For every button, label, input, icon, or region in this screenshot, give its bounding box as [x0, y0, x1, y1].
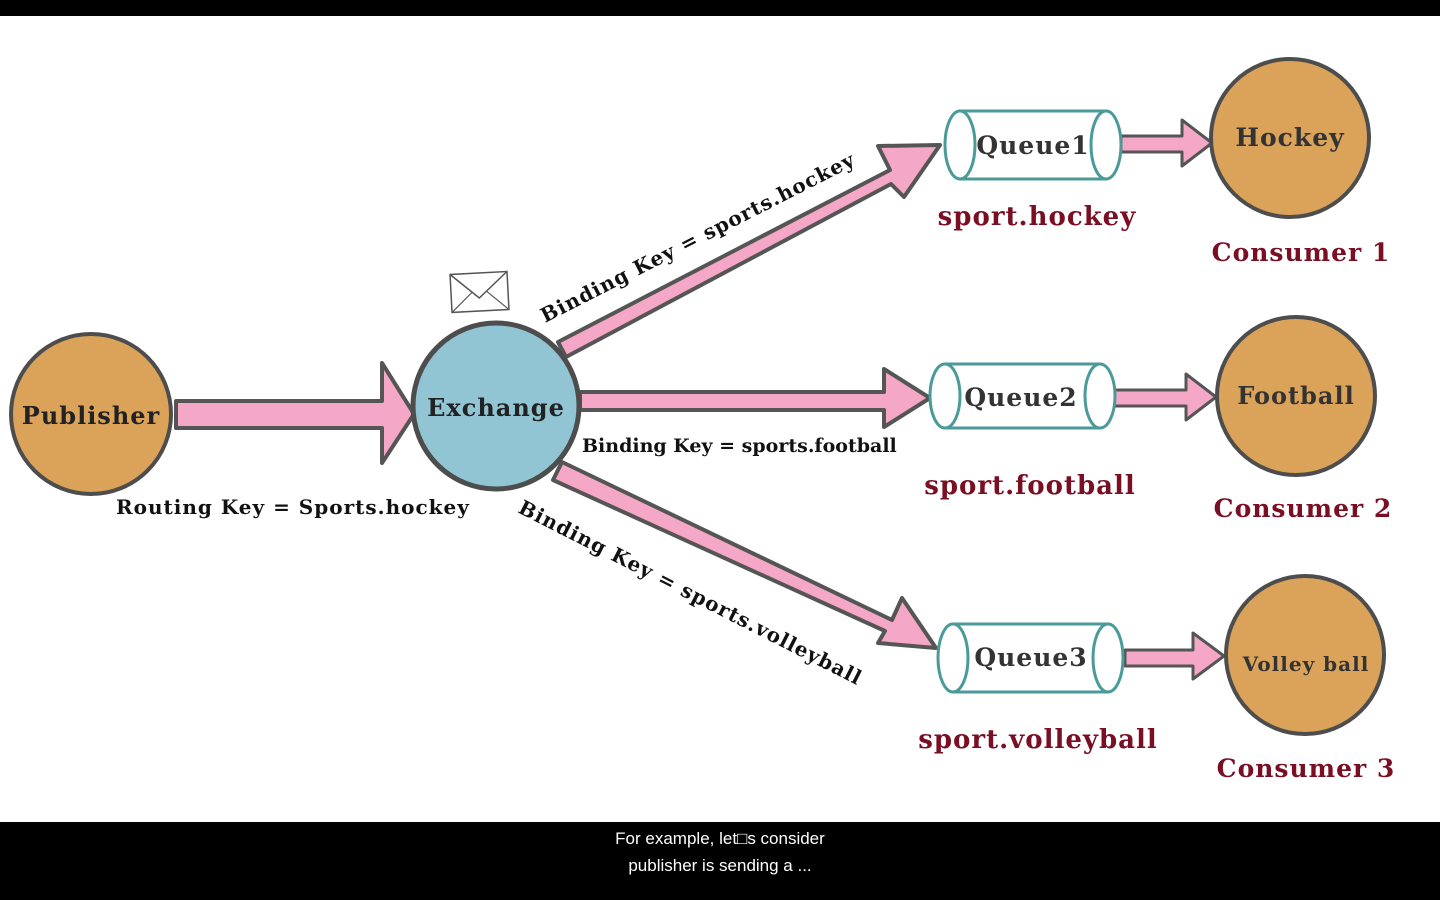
exchange-to-queue3-arrow	[551, 460, 938, 650]
consumer1-name: Consumer 1	[1212, 238, 1391, 267]
consumer1-node	[1209, 57, 1371, 219]
exchange-node	[410, 320, 582, 492]
queue3-label: Queue3	[974, 643, 1087, 672]
subtitle-line-2: publisher is sending a ...	[628, 856, 812, 875]
consumer2-node	[1215, 315, 1377, 477]
queue1-to-consumer1-arrow	[1119, 118, 1214, 168]
queue1-key-label: sport.hockey	[938, 202, 1137, 232]
queue2-label: Queue2	[964, 383, 1077, 412]
queue2-to-consumer2-arrow	[1112, 372, 1218, 422]
exchange-label: Exchange	[427, 393, 565, 422]
consumer3-name: Consumer 3	[1217, 754, 1396, 783]
publisher-label: Publisher	[22, 401, 160, 430]
consumer2-name: Consumer 2	[1214, 494, 1393, 523]
binding-key-football: Binding Key = sports.football	[582, 435, 897, 457]
queue1-cylinder	[943, 109, 1123, 181]
queue2-cylinder	[928, 362, 1117, 430]
queue3-cylinder	[936, 622, 1125, 694]
consumer2-label: Football	[1237, 381, 1354, 410]
consumer3-node	[1224, 574, 1386, 736]
envelope-icon	[449, 270, 510, 314]
routing-key-label: Routing Key = Sports.hockey	[116, 495, 470, 519]
queue2-key-label: sport.football	[924, 471, 1136, 501]
queue3-to-consumer3-arrow	[1123, 631, 1226, 681]
consumer1-label: Hockey	[1235, 123, 1345, 152]
publisher-node	[9, 332, 173, 496]
subtitle-line-1: For example, let□s consider	[615, 829, 825, 848]
queue3-key-label: sport.volleyball	[918, 725, 1158, 755]
subtitle-bar: For example, let□s consider publisher is…	[0, 822, 1440, 900]
queue1-label: Queue1	[976, 131, 1089, 160]
publisher-to-exchange-arrow	[174, 361, 416, 465]
consumer3-label: Volley ball	[1242, 652, 1370, 676]
exchange-to-queue2-arrow	[578, 367, 932, 429]
exchange-to-queue1-arrow	[556, 143, 942, 359]
top-letterbox	[0, 0, 1440, 16]
